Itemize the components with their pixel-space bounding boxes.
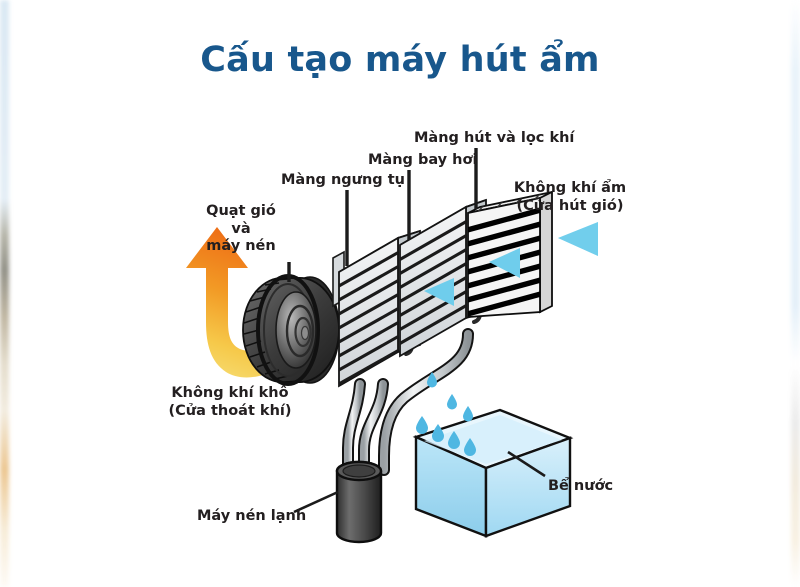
label-fan-compressor: Quạt gió và máy nén: [206, 203, 276, 255]
humid-air-arrows-icon: [424, 222, 598, 306]
right-edge-photo-strip: [791, 0, 800, 587]
label-evaporator: Màng bay hơi: [368, 152, 478, 168]
label-water-tank: Bể nước: [548, 478, 614, 494]
page-title: Cấu tạo máy hút ẩm: [200, 40, 600, 80]
label-intake-filter: Màng hút và lọc khí: [414, 130, 575, 146]
leader-lines: [287, 148, 546, 514]
label-humid-air: Không khí ẩm (Cửa hút gió): [513, 180, 627, 214]
label-compressor: Máy nén lạnh: [197, 508, 307, 524]
refrigerant-pipes-icon: [342, 328, 474, 476]
condensate-drops-icon: [416, 372, 476, 456]
label-condenser: Màng ngưng tụ: [281, 172, 405, 188]
label-dry-air: Không khí khô (Cửa thoát khí): [168, 385, 292, 419]
dry-air-arrow-icon: [186, 227, 293, 378]
compressor-icon: [335, 460, 383, 544]
water-tank-icon: [412, 408, 574, 538]
blower-fan-icon: [242, 250, 345, 386]
left-edge-photo-strip: [0, 0, 9, 587]
